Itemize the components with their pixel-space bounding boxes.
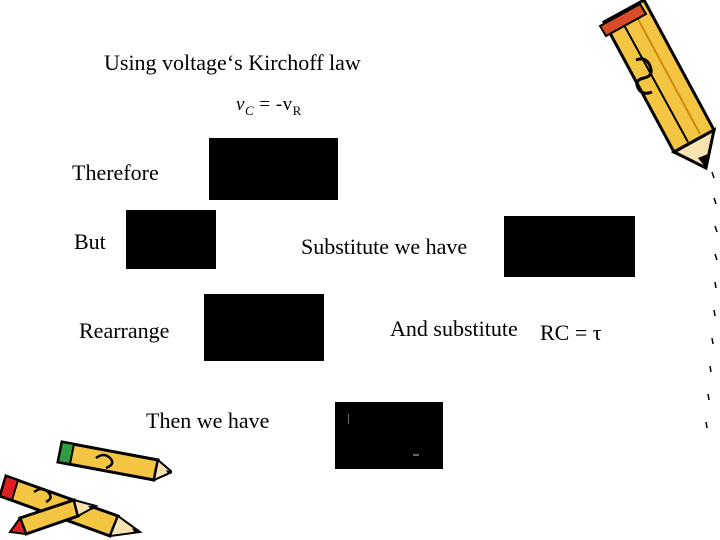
and-substitute-label: And substitute bbox=[390, 316, 518, 341]
equation-image-rearrange bbox=[204, 294, 324, 361]
pencil-trail-dashes bbox=[705, 171, 718, 429]
but-label: But bbox=[74, 229, 106, 254]
slide-heading: Using voltage‘s Kirchoff law bbox=[104, 50, 361, 75]
kvl-equals-minus-vr: = -v bbox=[254, 94, 293, 115]
vc-symbol: vC bbox=[236, 94, 255, 118]
then-label: Then we have bbox=[146, 408, 270, 433]
therefore-label: Therefore bbox=[72, 160, 159, 185]
equation-image-artifact bbox=[348, 414, 349, 424]
equation-image-therefore bbox=[209, 138, 338, 200]
equation-image-but bbox=[126, 210, 216, 269]
pencil-clipart-icon bbox=[596, 0, 720, 172]
kvl-equation: vC = -vR bbox=[236, 95, 302, 117]
vc-letter: v bbox=[236, 94, 245, 115]
substitute-label: Substitute we have bbox=[301, 234, 468, 259]
rc-tau-equation: RC = τ bbox=[540, 320, 602, 345]
equation-image-substitute bbox=[504, 216, 635, 277]
vc-subscript: C bbox=[244, 102, 255, 118]
equation-image-result bbox=[335, 402, 443, 469]
crossed-pencils-clipart-icon bbox=[0, 432, 172, 540]
rearrange-label: Rearrange bbox=[79, 318, 170, 343]
vr-subscript: R bbox=[292, 102, 302, 118]
equation-image-artifact bbox=[413, 454, 419, 456]
